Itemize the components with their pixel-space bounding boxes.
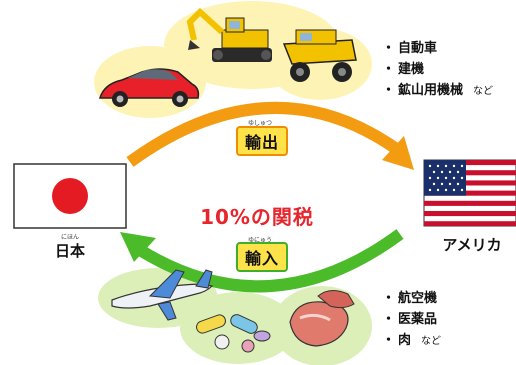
list-item: ・肉など [382,333,442,348]
japan-ruby: にほん [60,234,79,241]
import-arrowhead [120,232,156,262]
airplane-icon [111,269,214,321]
list-item: ・自動車 [382,41,438,56]
export-badge: 輸出 [236,126,288,156]
export-arrowhead [382,136,414,170]
dump-truck-icon [282,29,357,82]
import-arrow [136,229,404,293]
export-items-list: ・自動車 ・建機 ・鉱山用機械など [382,38,493,102]
list-item: ・鉱山用機械など [382,83,494,98]
car-icon [99,68,200,107]
japan-flag-icon [13,163,127,229]
export-badge-ruby: ゆしゅつ [247,120,272,127]
import-badge: 輸入 [236,242,288,272]
tariff-label: 10%の関税 [200,205,314,229]
import-badge-ruby: ゆにゅう [247,237,272,244]
meat-icon [289,290,355,347]
import-items-list: ・航空機 ・医薬品 ・肉など [382,288,441,352]
pills-icon [196,314,271,353]
list-item: ・建機 [382,62,425,77]
usa-label: アメリカ [442,236,502,254]
export-arrow [126,101,402,167]
list-item: ・医薬品 [382,312,438,327]
japan-label: 日本 [54,242,85,260]
excavator-icon [186,7,272,62]
us-flag-icon [423,159,516,227]
list-item: ・航空機 [382,291,438,306]
